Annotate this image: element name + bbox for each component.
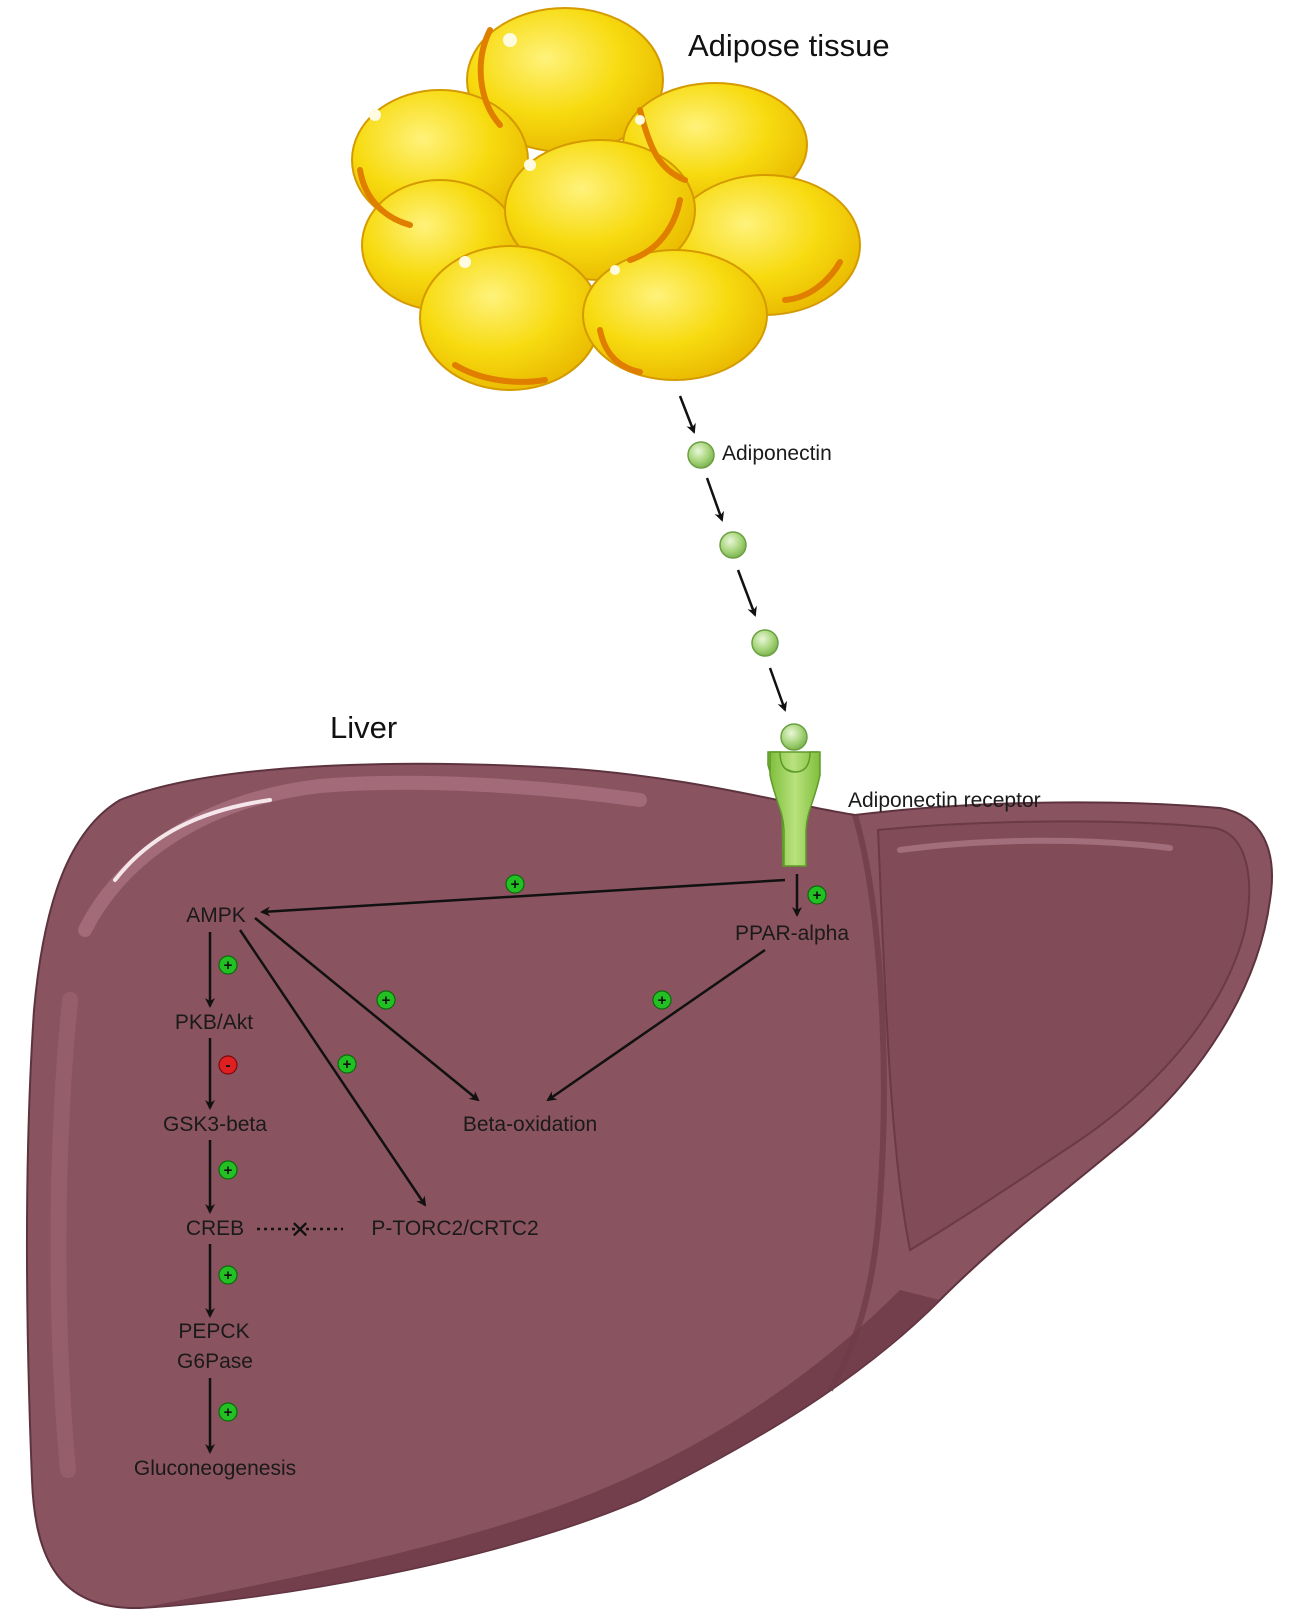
node-pepck: PEPCK — [178, 1316, 249, 1348]
svg-text:+: + — [343, 1056, 352, 1073]
svg-text:+: + — [658, 992, 667, 1009]
flow-arrow — [738, 570, 755, 615]
activation-marker: + — [338, 1055, 356, 1073]
node-pkb-akt: PKB/Akt — [175, 1007, 253, 1039]
adiponectin-ball — [688, 442, 714, 468]
activation-marker: + — [506, 875, 524, 893]
adipose-tissue-label: Adipose tissue — [688, 28, 890, 64]
activation-marker: + — [219, 956, 237, 974]
fat-cell-shine — [524, 159, 536, 171]
svg-text:+: + — [224, 1404, 233, 1421]
blocked-marker: ✕ — [290, 1216, 310, 1244]
node-p-torc2-crtc2: P-TORC2/CRTC2 — [371, 1213, 538, 1245]
node-gluconeogenesis: Gluconeogenesis — [134, 1453, 296, 1485]
adiponectin-ball — [720, 532, 746, 558]
fat-cell-shine — [459, 256, 471, 268]
svg-text:+: + — [382, 992, 391, 1009]
node-creb: CREB — [186, 1213, 244, 1245]
fat-cell — [420, 246, 600, 390]
svg-text:+: + — [813, 887, 822, 904]
fat-cell-shine — [635, 115, 645, 125]
activation-marker: + — [219, 1161, 237, 1179]
adiponectin-receptor-label: Adiponectin receptor — [848, 789, 1041, 813]
svg-text:-: - — [225, 1057, 230, 1074]
flow-arrow — [707, 478, 722, 520]
adiponectin-label: Adiponectin — [722, 442, 832, 466]
svg-text:+: + — [224, 957, 233, 974]
svg-text:+: + — [224, 1267, 233, 1284]
svg-text:+: + — [511, 876, 520, 893]
activation-marker: + — [653, 991, 671, 1009]
liver-label: Liver — [330, 710, 397, 746]
node-g6pase: G6Pase — [177, 1346, 253, 1378]
svg-text:+: + — [224, 1162, 233, 1179]
fat-cell-shine — [369, 109, 381, 121]
adiponectin-ball — [781, 724, 807, 750]
node-gsk3-beta: GSK3-beta — [163, 1109, 267, 1141]
activation-marker: + — [377, 991, 395, 1009]
flow-arrow — [680, 396, 694, 432]
flow-arrow — [770, 668, 785, 710]
inhibition-marker: - — [219, 1056, 237, 1074]
adiponectin-ball — [752, 630, 778, 656]
node-ampk: AMPK — [186, 900, 246, 932]
fat-cell-shine — [503, 33, 517, 47]
activation-marker: + — [219, 1403, 237, 1421]
adipose-tissue — [352, 8, 860, 390]
node-beta-oxidation: Beta-oxidation — [463, 1109, 597, 1141]
activation-marker: + — [219, 1266, 237, 1284]
node-ppar-alpha: PPAR-alpha — [735, 918, 849, 950]
activation-marker: + — [808, 886, 826, 904]
fat-cell-shine — [610, 265, 620, 275]
